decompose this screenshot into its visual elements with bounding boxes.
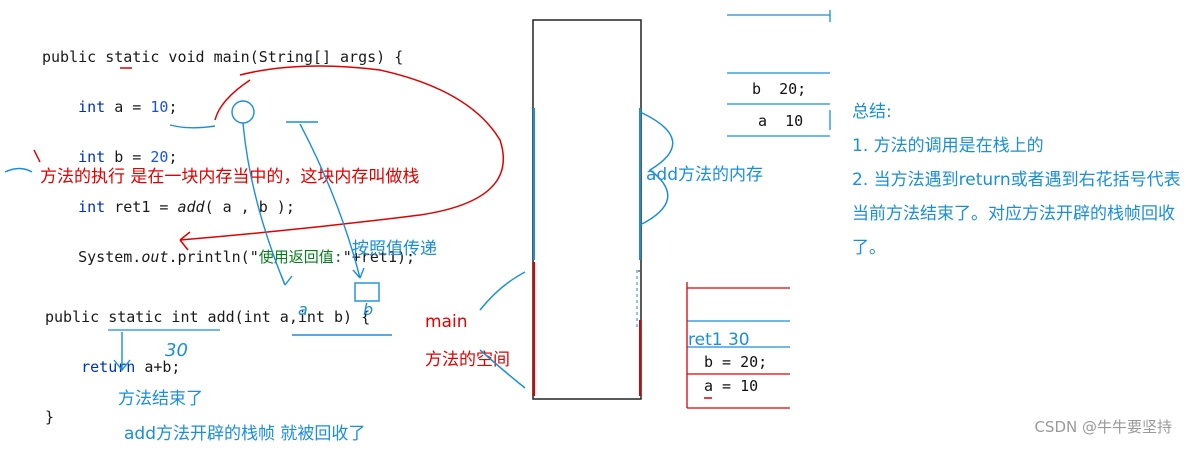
handwritten-b: b bbox=[363, 300, 374, 319]
left-tick bbox=[33, 149, 41, 163]
stack-note: 方法的执行 是在一块内存当中的，这块内存叫做栈 bbox=[40, 167, 420, 187]
method-end-arrow bbox=[113, 332, 131, 372]
add-frame-b: b 20; bbox=[752, 80, 807, 98]
summary-title: 总结: bbox=[852, 102, 892, 122]
handwritten-30: 30 bbox=[165, 340, 188, 361]
add-memory-label: add方法的内存 bbox=[646, 165, 763, 185]
add-frame-a: a 10 bbox=[758, 112, 804, 130]
code-line-println: System.out.println("使用返回值:"+ret1); bbox=[78, 248, 416, 266]
arrow-a-head bbox=[280, 274, 293, 286]
red-loop-left bbox=[214, 79, 251, 121]
circle-arg-a bbox=[231, 100, 255, 124]
arrow-b-head bbox=[352, 267, 365, 279]
main-signature: public static void main(String[] args) { bbox=[42, 48, 404, 66]
param-b-box bbox=[354, 282, 380, 302]
main-method-code: public static void main(String[] args) {… bbox=[42, 20, 415, 295]
code-line-int-b: int b = 20; bbox=[78, 148, 178, 166]
summary-point-2: 2. 当方法遇到return或者遇到右花括号代表当前方法结束了。对应方法开辟的栈… bbox=[852, 170, 1181, 258]
main-space-label: 方法的空间 bbox=[425, 350, 510, 370]
method-end-note: 方法结束了 bbox=[118, 389, 203, 409]
add-call-underline bbox=[169, 124, 216, 129]
handwritten-a: a bbox=[298, 300, 308, 319]
main-frame-b: b = 20; bbox=[704, 353, 768, 371]
main-connector-down bbox=[479, 349, 526, 389]
main-label: main bbox=[425, 312, 468, 332]
add-method-code: public static int add(int a,int b) { ret… bbox=[45, 280, 370, 455]
frame-reclaimed-note: add方法开辟的栈帧 就被回收了 bbox=[124, 424, 366, 444]
left-squiggle bbox=[4, 167, 33, 173]
watermark: CSDN @牛牛要坚持 bbox=[1034, 418, 1172, 436]
red-loop-arrowhead bbox=[179, 231, 191, 251]
pass-by-value-note: 按照值传递 bbox=[352, 239, 437, 259]
main-connector-up bbox=[479, 271, 526, 311]
summary-point-1: 1. 方法的调用是在栈上的 bbox=[852, 136, 1044, 156]
stack-box bbox=[532, 19, 642, 400]
diagram-drawing bbox=[4, 10, 831, 409]
red-loop bbox=[179, 65, 505, 241]
arrow-a-to-param bbox=[242, 122, 286, 286]
closing-brace: } bbox=[45, 408, 55, 426]
code-line-ret1: int ret1 = add( a , b ); bbox=[78, 198, 295, 216]
code-line-int-a: int a = 10; bbox=[78, 98, 178, 116]
main-frame-a: a = 10 bbox=[704, 377, 759, 395]
add-signature: public static int add(int a,int b) { bbox=[45, 308, 371, 326]
main-frame-ret1: ret1 30 bbox=[688, 330, 750, 350]
add-memory-bracket bbox=[639, 111, 674, 226]
summary-panel: 总结: 1. 方法的调用是在栈上的 2. 当方法遇到return或者遇到右花括号… bbox=[852, 95, 1182, 265]
arrow-b-to-param bbox=[299, 123, 361, 279]
